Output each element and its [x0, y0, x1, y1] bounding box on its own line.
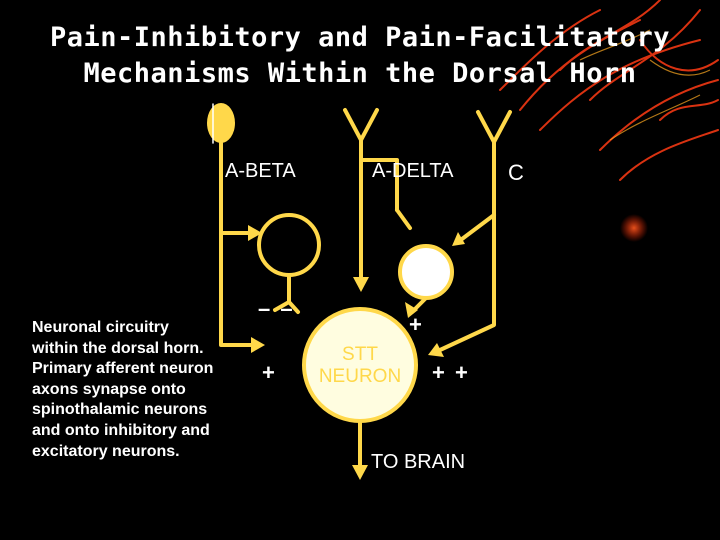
slide-title: Pain-Inhibitory and Pain-Facilitatory Me… [0, 20, 720, 92]
a-delta-stt-arrow [353, 277, 369, 292]
excitatory-interneuron [398, 244, 454, 300]
caption-line: within the dorsal horn. [32, 339, 204, 357]
a-beta-label: A-BETA [225, 160, 296, 182]
to-brain-label: TO BRAIN [371, 451, 466, 473]
excitatory-arrow [405, 302, 418, 318]
c-fiber [438, 140, 496, 352]
to-brain-arrow [352, 465, 368, 480]
diagram-caption: Neuronal circuitry within the dorsal hor… [32, 318, 264, 462]
flame-highlights [579, 29, 711, 141]
stt-label-line-1: STT [342, 344, 378, 365]
plus-sign-top: + [409, 312, 422, 337]
a-delta-branch [359, 158, 399, 212]
c-fiber-receptor [476, 110, 512, 144]
caption-line: spinothalamic neurons [32, 401, 208, 419]
c-fiber-branch [456, 213, 496, 244]
inhibitory-output-right [287, 300, 300, 314]
caption-line: and onto inhibitory and [32, 421, 210, 439]
caption-line: Primary afferent neuron [32, 360, 214, 378]
a-beta-branch-arrow [248, 225, 262, 241]
plus-signs-right: + + [432, 360, 470, 385]
stt-neuron-label: STT NEURON [300, 344, 420, 388]
a-beta-fiber [219, 141, 257, 347]
stt-label-line-2: NEURON [318, 366, 402, 387]
inhibitory-signs: – – [258, 296, 295, 321]
caption-line: excitatory neurons. [32, 442, 180, 460]
c-fiber-stt-arrow [428, 343, 444, 357]
a-delta-branch-end [395, 208, 412, 230]
c-fiber-label: C [508, 160, 524, 185]
plus-sign-left: + [262, 360, 275, 385]
flame-spark [620, 214, 648, 242]
a-beta-receptor [207, 103, 235, 143]
flame-swirls [499, 0, 719, 181]
a-delta-receptor [343, 108, 379, 142]
caption-line: axons synapse onto [32, 380, 186, 398]
caption-line: Neuronal circuitry [32, 319, 169, 336]
c-fiber-branch-arrow [452, 232, 465, 246]
inhibitory-interneuron [257, 213, 321, 277]
a-beta-stt-arrow [251, 337, 265, 353]
a-delta-label: A-DELTA [372, 160, 454, 182]
title-line-1: Pain-Inhibitory and Pain-Facilitatory [50, 22, 670, 53]
title-line-2: Mechanisms Within the Dorsal Horn [83, 58, 637, 89]
